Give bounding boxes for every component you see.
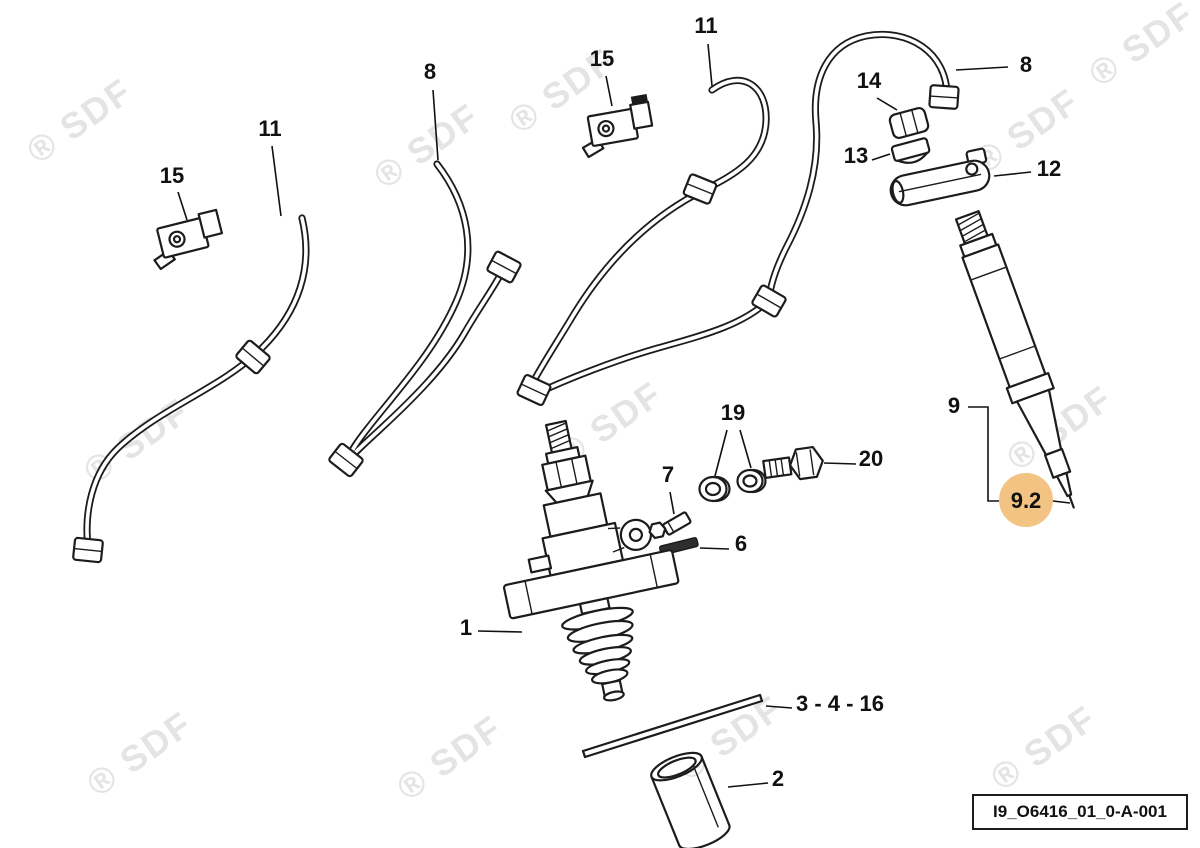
callout-20[interactable]: 20 (859, 446, 883, 471)
union-nut-block (486, 250, 522, 284)
callout-12[interactable]: 12 (1037, 156, 1061, 181)
callout-15-mid[interactable]: 15 (590, 46, 614, 71)
union-nut-block (235, 339, 271, 375)
injection-pipe-11-left (87, 218, 306, 548)
injection-pipe-8-right (540, 34, 947, 392)
sdf-watermark: ® SDF (1081, 0, 1200, 95)
callout-9-2[interactable]: 9.2 (1011, 488, 1042, 513)
callout-3-4-16[interactable]: 3 - 4 - 16 (796, 691, 884, 716)
injection-pump-1 (502, 419, 680, 702)
injector-clamp-12 (889, 147, 991, 207)
pipe-clamp-15-mid (581, 94, 654, 159)
shim-line-3-4-16 (581, 693, 764, 759)
callout-14[interactable]: 14 (857, 68, 882, 93)
leader-lines (177, 43, 1071, 788)
injection-pipe-8-left (347, 164, 504, 462)
drawing-code: I9_O6416_01_0-A-001 (993, 802, 1167, 821)
sdf-watermark: ® SDF (19, 70, 140, 172)
washers-19 (698, 468, 767, 503)
callout-15-left[interactable]: 15 (160, 163, 184, 188)
sdf-watermark: ® SDF (983, 697, 1104, 799)
union-nut-block (72, 536, 104, 564)
union-nut-block (751, 284, 787, 318)
injector-9 (954, 210, 1075, 509)
union-nut-block (682, 173, 718, 205)
union-nut-block (928, 84, 960, 110)
callout-8-left[interactable]: 8 (424, 59, 436, 84)
callout-19[interactable]: 19 (721, 400, 745, 425)
nut-14 (888, 106, 930, 140)
cap-13 (890, 137, 931, 164)
key-7 (662, 511, 692, 536)
callout-8-right[interactable]: 8 (1020, 52, 1032, 77)
union-nut-block (328, 442, 364, 478)
callout-2[interactable]: 2 (772, 766, 784, 791)
pipe-clamp-15-left (153, 208, 223, 271)
drawing-code-box: I9_O6416_01_0-A-001 (972, 794, 1188, 830)
union-nut-block (516, 374, 552, 406)
sdf-watermark: ® SDF (79, 703, 200, 805)
sdf-watermark: ® SDF (389, 707, 510, 809)
callout-11-right[interactable]: 11 (694, 13, 717, 38)
callout-6[interactable]: 6 (735, 531, 747, 556)
callout-7[interactable]: 7 (662, 462, 674, 487)
callout-labels: 15 11 8 15 11 8 14 13 12 9 9.2 19 20 7 6… (160, 13, 1061, 791)
highlight-circle-9-2[interactable] (999, 473, 1053, 527)
sdf-watermark: ® SDF (366, 95, 487, 197)
callout-9[interactable]: 9 (948, 393, 960, 418)
plug-20 (762, 445, 824, 481)
tappet-2 (650, 751, 731, 848)
callout-13[interactable]: 13 (844, 143, 868, 168)
callout-1[interactable]: 1 (460, 615, 472, 640)
callout-11-left[interactable]: 11 (258, 116, 281, 141)
